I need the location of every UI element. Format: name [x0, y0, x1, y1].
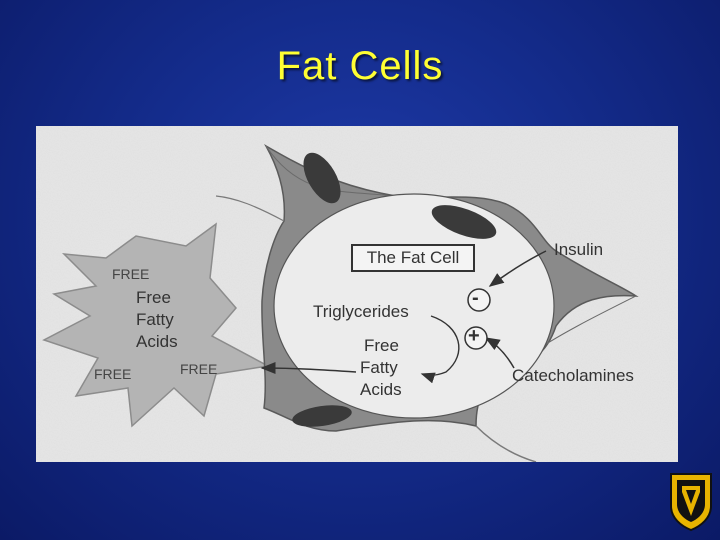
free-tag: FREE — [112, 266, 149, 282]
inner-ffa-line-2: Fatty — [360, 358, 398, 378]
university-shield-logo — [669, 472, 713, 532]
free-tag: FREE — [94, 366, 131, 382]
inner-ffa-line-1: Free — [364, 336, 399, 356]
catecholamines-label: Catecholamines — [512, 366, 634, 386]
insulin-label: Insulin — [554, 240, 603, 260]
triglycerides-label: Triglycerides — [313, 302, 409, 322]
minus-sign: - — [472, 287, 479, 310]
outer-ffa-line-2: Fatty — [136, 310, 174, 330]
outer-ffa-line-3: Acids — [136, 332, 178, 352]
inner-ffa-line-3: Acids — [360, 380, 402, 400]
diagram-graphic — [36, 126, 678, 462]
fat-cell-diagram: The Fat Cell Insulin Catecholamines Trig… — [36, 126, 678, 462]
slide-title: Fat Cells — [0, 44, 720, 89]
fat-cell-label: The Fat Cell — [351, 244, 475, 272]
plus-sign: + — [468, 325, 480, 348]
free-tag: FREE — [180, 361, 217, 377]
outer-ffa-line-1: Free — [136, 288, 171, 308]
